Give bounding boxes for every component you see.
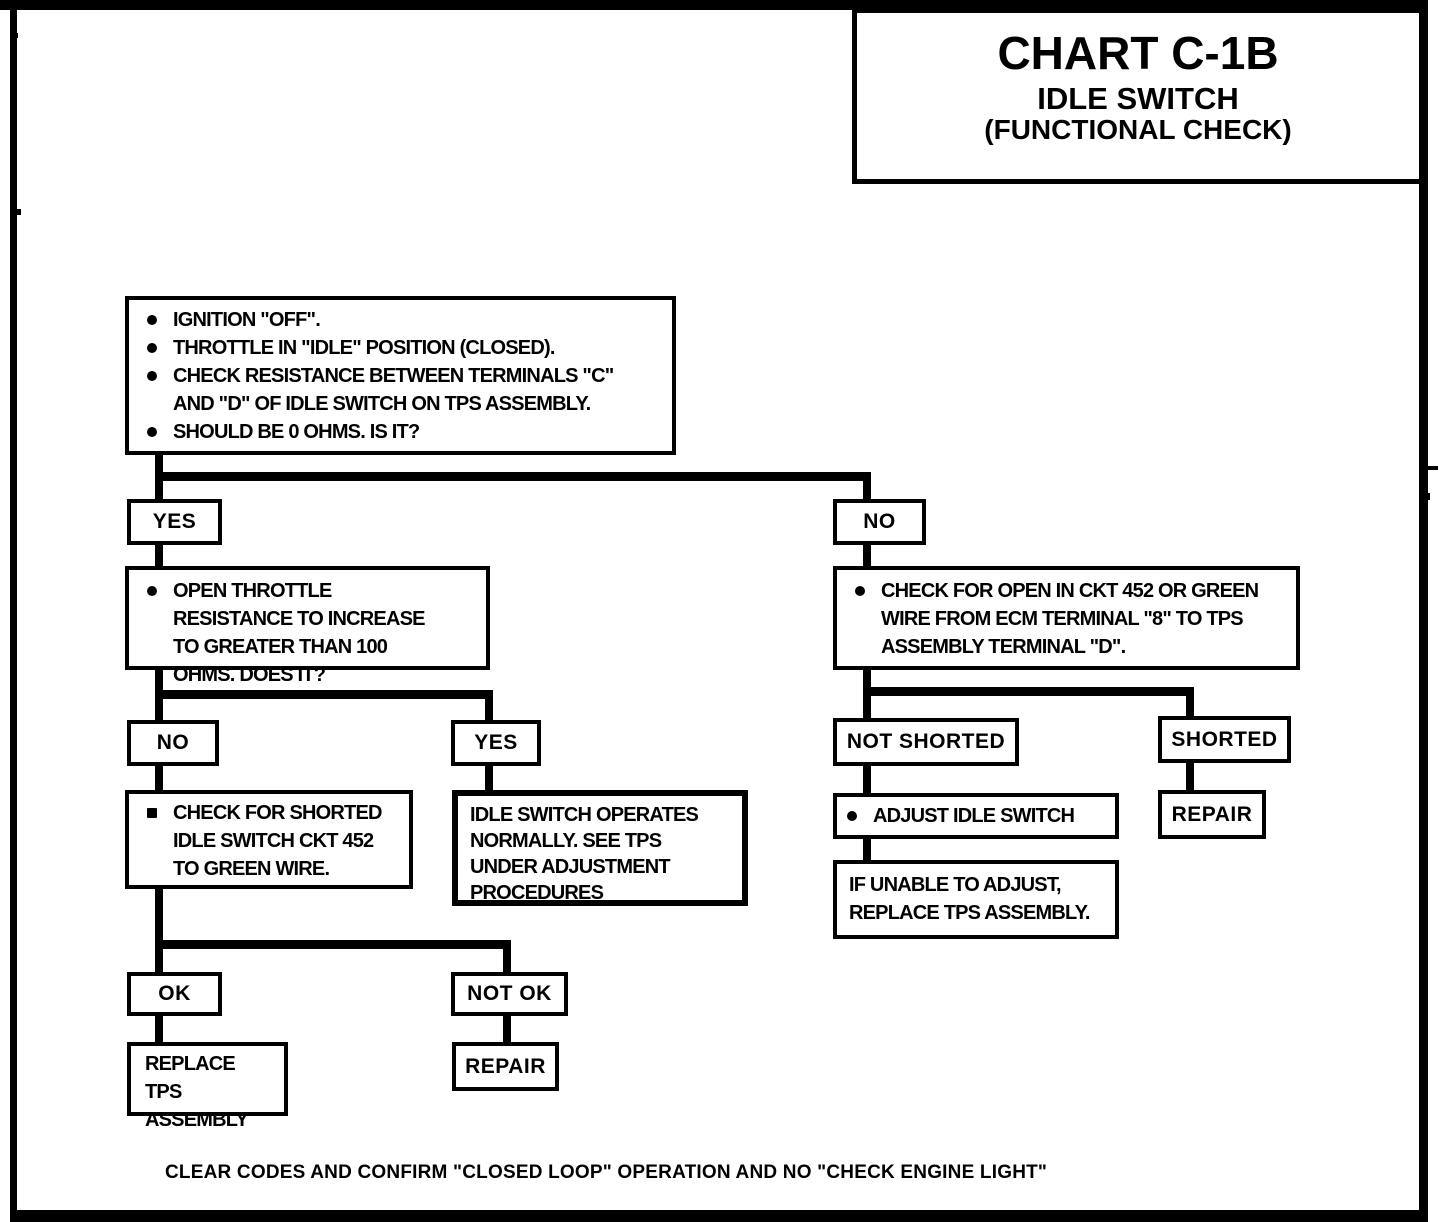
connector-branch4-horizontal <box>863 687 1194 696</box>
node-open-throttle: OPEN THROTTLE RESISTANCE TO INCREASE TO … <box>125 566 490 686</box>
bullet-icon <box>147 427 157 437</box>
page-border-top <box>0 0 1428 10</box>
bullet-item: SHOULD BE 0 OHMS. IS IT? <box>137 418 666 446</box>
title-box: CHART C-1B IDLE SWITCH (FUNCTIONAL CHECK… <box>852 8 1424 184</box>
bullet-icon <box>147 343 157 353</box>
connector-checkshorted-down <box>155 888 163 973</box>
scan-tick <box>1422 493 1430 500</box>
bullet-text: CHECK FOR OPEN IN CKT 452 OR GREEN WIRE … <box>881 580 1259 658</box>
node-text: REPLACE TPS ASSEMBLY <box>145 1053 249 1131</box>
node-adjust-idle: ADJUST IDLE SWITCH <box>833 793 1119 839</box>
bullet-item: THROTTLE IN "IDLE" POSITION (CLOSED). <box>137 334 666 362</box>
bullet-text: ADJUST IDLE SWITCH <box>873 805 1075 827</box>
connector-yes2-down <box>485 765 493 791</box>
connector-branch1-horizontal <box>155 472 871 481</box>
page-border-right <box>1419 0 1428 1222</box>
node-replace-tps: REPLACE TPS ASSEMBLY <box>127 1042 288 1131</box>
node-text: IF UNABLE TO ADJUST, REPLACE TPS ASSEMBL… <box>849 874 1090 924</box>
node-not-shorted: NOT SHORTED <box>833 718 1019 766</box>
node-no-1: NO <box>833 499 926 545</box>
node-if-unable: IF UNABLE TO ADJUST, REPLACE TPS ASSEMBL… <box>833 860 1119 939</box>
scan-tick <box>1428 466 1438 470</box>
node-ok: OK <box>127 972 222 1016</box>
bullet-item: CHECK FOR OPEN IN CKT 452 OR GREEN WIRE … <box>845 577 1290 661</box>
node-shorted: SHORTED <box>1158 716 1291 763</box>
node-text: IDLE SWITCH OPERATES NORMALLY. SEE TPS U… <box>470 804 699 904</box>
bullet-icon <box>147 315 157 325</box>
chart-title: CHART C-1B <box>997 27 1279 79</box>
bullet-text: CHECK RESISTANCE BETWEEN TERMINALS "C" A… <box>173 365 614 415</box>
bullet-item: OPEN THROTTLE RESISTANCE TO INCREASE TO … <box>137 577 480 689</box>
connector-branch2-horizontal <box>155 690 493 699</box>
scan-tick <box>10 33 18 38</box>
chart-subtitle-2: (FUNCTIONAL CHECK) <box>984 114 1292 145</box>
node-check-open: CHECK FOR OPEN IN CKT 452 OR GREEN WIRE … <box>833 566 1300 670</box>
node-repair-left: REPAIR <box>452 1042 559 1091</box>
node-yes-1: YES <box>127 499 222 545</box>
connector-no2-down <box>155 765 163 791</box>
node-repair-right: REPAIR <box>1158 790 1266 839</box>
node-yes-2: YES <box>451 720 541 766</box>
bullet-icon <box>147 371 157 381</box>
bullet-text: THROTTLE IN "IDLE" POSITION (CLOSED). <box>173 337 555 359</box>
connector-notok-down <box>503 1015 511 1043</box>
page-border-bottom <box>10 1210 1428 1222</box>
bullet-item: ADJUST IDLE SWITCH <box>837 797 1115 830</box>
node-not-ok: NOT OK <box>451 972 568 1016</box>
node-no-2: NO <box>127 720 219 766</box>
bullet-text: SHOULD BE 0 OHMS. IS IT? <box>173 421 420 443</box>
connector-branch3-horizontal <box>155 940 511 949</box>
connector-ok-down <box>155 1015 163 1043</box>
page-border-left <box>10 0 17 1222</box>
node-idle-operates: IDLE SWITCH OPERATES NORMALLY. SEE TPS U… <box>452 790 748 906</box>
node-check-shorted: CHECK FOR SHORTED IDLE SWITCH CKT 452 TO… <box>125 790 413 889</box>
bullet-icon <box>147 808 157 818</box>
bullet-item: IGNITION "OFF". <box>137 306 666 334</box>
bullet-text: OPEN THROTTLE RESISTANCE TO INCREASE TO … <box>173 580 426 686</box>
connector-shorted-down <box>1186 762 1194 791</box>
bullet-item: CHECK FOR SHORTED IDLE SWITCH CKT 452 TO… <box>137 799 403 883</box>
connector-adjust-down <box>863 838 871 861</box>
scan-tick <box>10 209 21 215</box>
bullet-item: CHECK RESISTANCE BETWEEN TERMINALS "C" A… <box>137 362 666 418</box>
bullet-icon <box>147 586 157 596</box>
connector-notshorted-down <box>863 765 871 794</box>
connector-branch2-to-yes <box>485 690 493 720</box>
connector-yes1-down <box>155 545 163 567</box>
footer-note: CLEAR CODES AND CONFIRM "CLOSED LOOP" OP… <box>165 1162 1048 1183</box>
chart-subtitle: IDLE SWITCH <box>1037 81 1239 116</box>
connector-branch4-to-shorted <box>1186 687 1194 717</box>
bullet-icon <box>847 811 857 821</box>
bullet-text: CHECK FOR SHORTED IDLE SWITCH CKT 452 TO… <box>173 802 382 880</box>
bullet-text: IGNITION "OFF". <box>173 309 321 331</box>
node-start-checks: IGNITION "OFF". THROTTLE IN "IDLE" POSIT… <box>125 296 676 455</box>
bullet-icon <box>855 586 865 596</box>
connector-no1-down <box>863 545 871 567</box>
connector-branch3-to-notok <box>503 940 511 973</box>
connector-branch1-to-no <box>863 472 871 500</box>
